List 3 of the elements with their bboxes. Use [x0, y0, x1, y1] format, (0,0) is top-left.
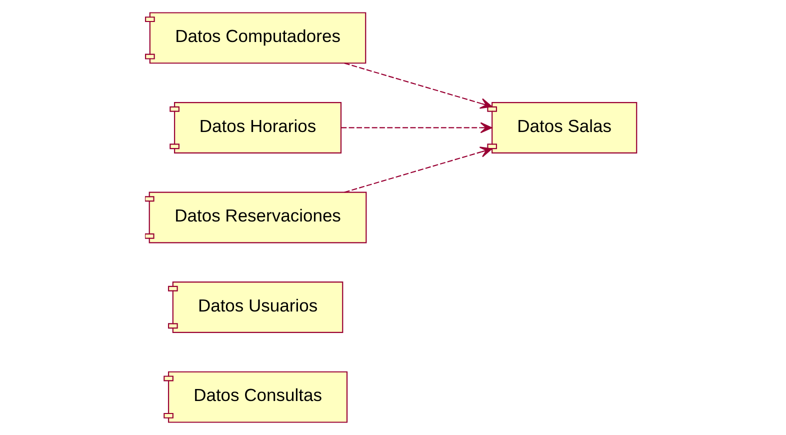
arrow: [344, 146, 492, 193]
arrow: [341, 122, 492, 134]
arrow: [344, 62, 492, 109]
